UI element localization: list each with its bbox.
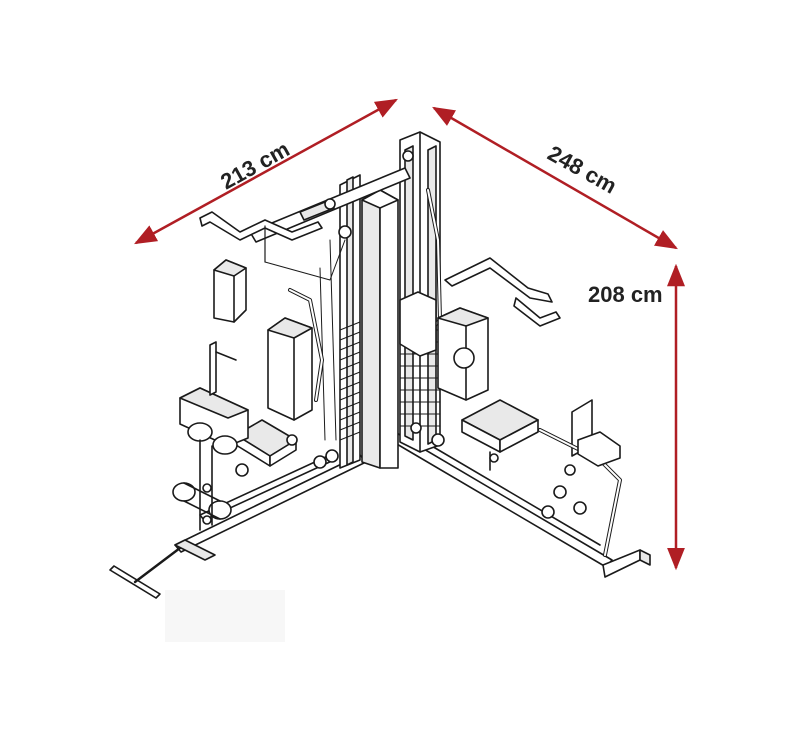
lat-pulldown-bar xyxy=(199,211,323,263)
dimension-height-label: 208 cm xyxy=(588,282,663,307)
leg-extension-rollers xyxy=(172,422,238,531)
top-beam xyxy=(249,167,411,243)
front-foot-right xyxy=(602,549,651,578)
dimension-height: 208 cm xyxy=(588,263,685,571)
low-pulley-handle xyxy=(109,539,216,599)
background-patch xyxy=(165,590,285,642)
central-column xyxy=(361,189,399,469)
dimension-depth-label: 248 cm xyxy=(544,141,621,199)
seat-right xyxy=(461,399,539,471)
leg-press-right xyxy=(538,399,622,557)
base-frame-left xyxy=(174,454,367,553)
leg-pad-left xyxy=(213,259,247,323)
back-pad-left xyxy=(267,288,324,421)
back-pad-right xyxy=(437,307,489,401)
rear-tower xyxy=(399,131,445,453)
dimension-width-label: 213 cm xyxy=(216,136,293,194)
left-pulleys xyxy=(235,434,339,477)
weight-stack-left xyxy=(339,174,361,469)
dimension-depth: 248 cm xyxy=(432,106,678,250)
press-arms-right xyxy=(399,188,561,357)
